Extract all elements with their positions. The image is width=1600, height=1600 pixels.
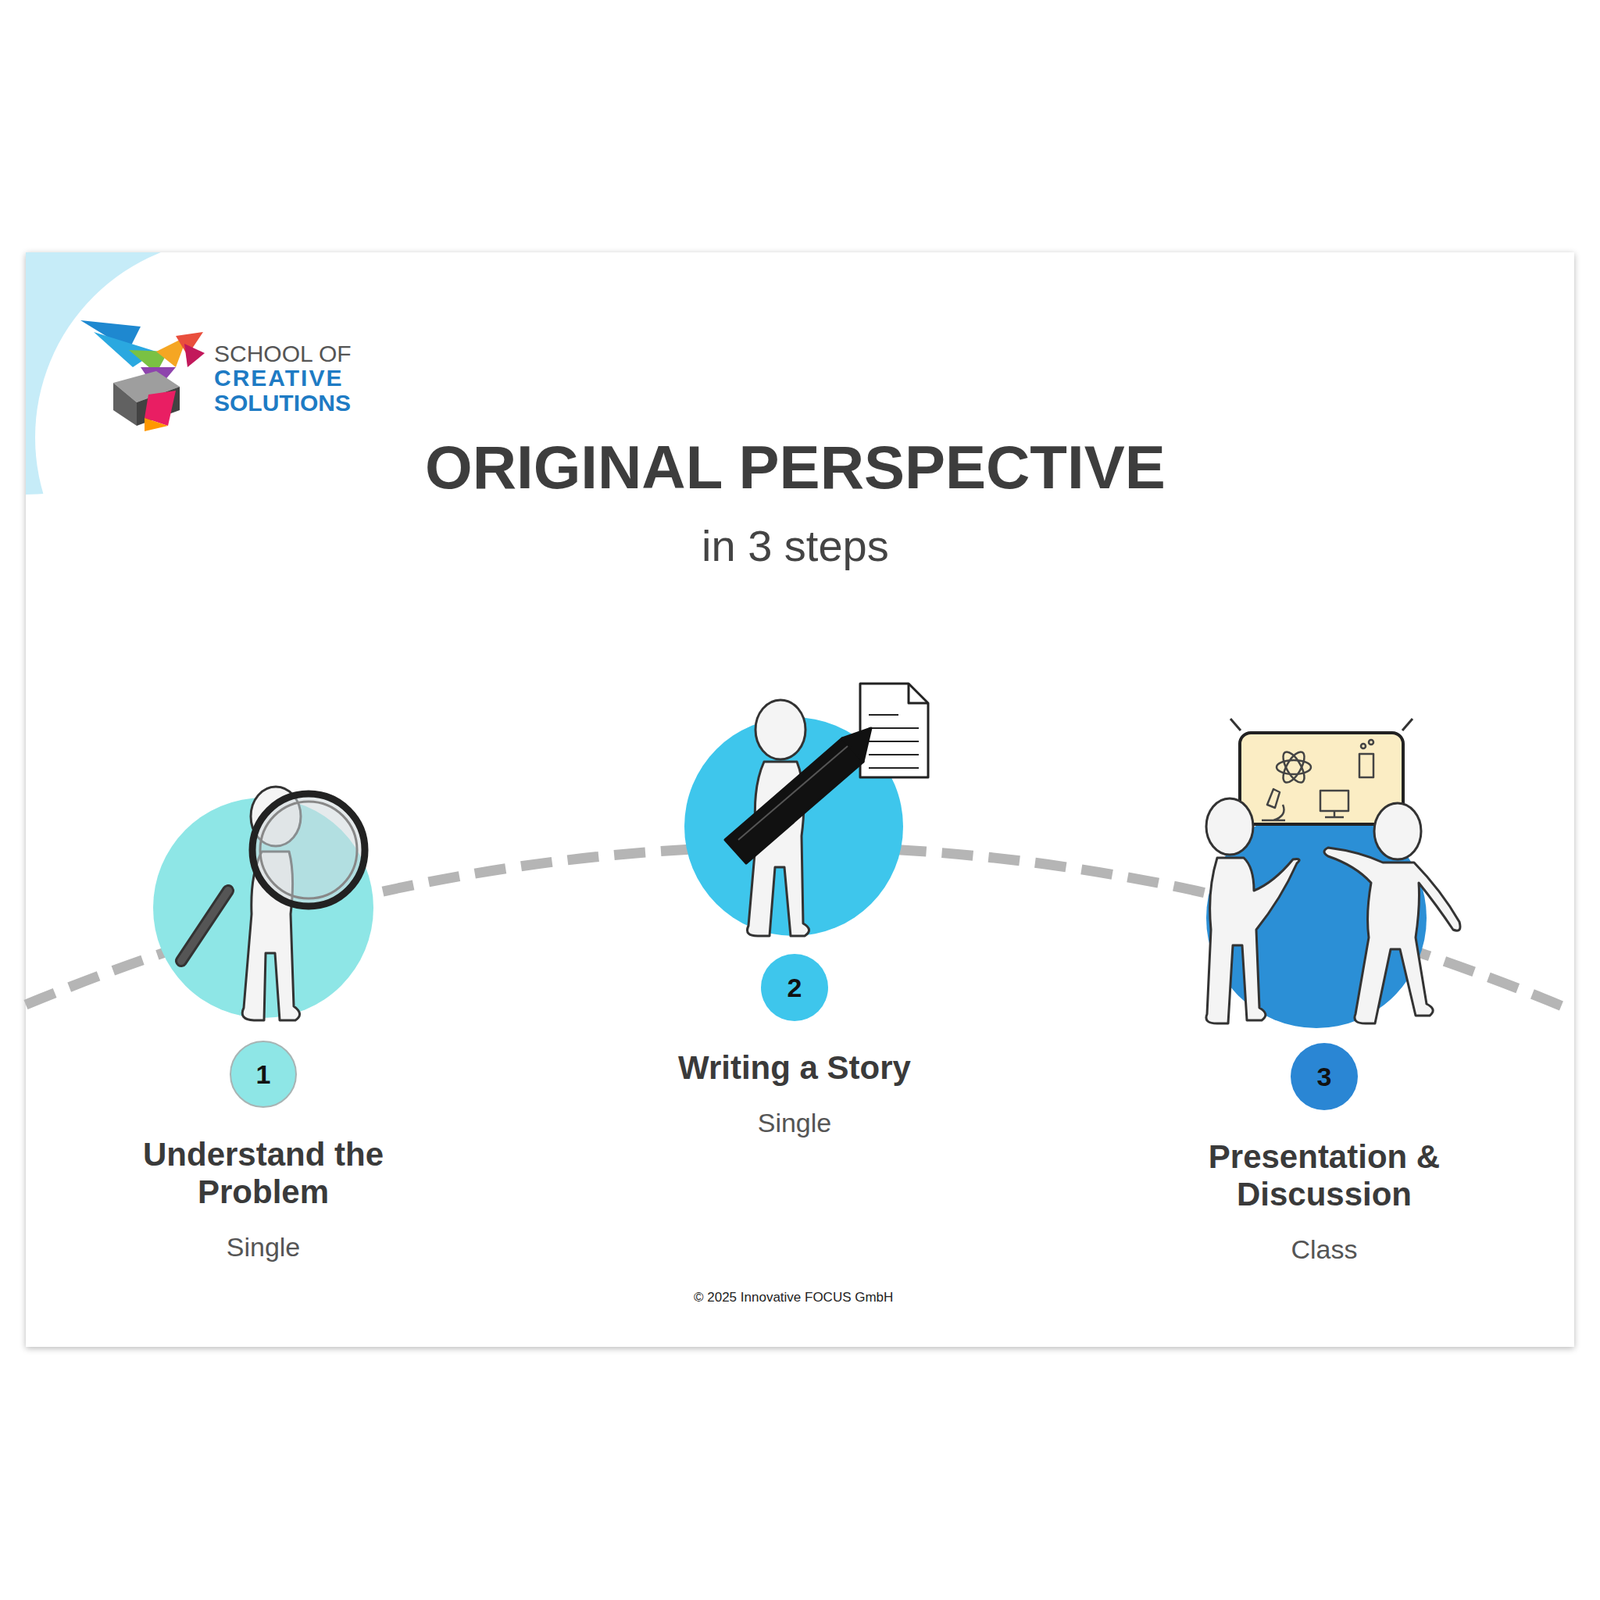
logo-text: SCHOOL OF [214,339,352,368]
figure-presentation [1206,718,1461,1024]
figure-writer [725,683,929,936]
step-title: Understand the Problem [99,1135,428,1211]
step-mode: Single [757,1105,833,1140]
logo-band [25,252,434,637]
step-node: 2Writing a StorySingle [678,953,911,1140]
step-node: 1Understand the ProblemSingle [99,1040,428,1265]
step-number: 1 [229,1040,297,1108]
step-node: 3Presentation & DiscussionClass [1160,1042,1489,1267]
step-title: Writing a Story [678,1049,911,1087]
step-title: Presentation & Discussion [1160,1138,1489,1214]
step-number: 2 [760,953,829,1022]
step-mode: Class [1290,1232,1358,1267]
copyright: © 2025 Innovative FOCUS GmbH [693,1289,893,1306]
logo-bird [80,320,205,432]
step-number: 3 [1290,1042,1358,1111]
step-mode: Single [226,1229,301,1265]
subtitle: in 3 steps [701,521,890,572]
logo-text: CREATIVE [214,364,343,392]
logo-text: SOLUTIONS [214,389,351,417]
title: ORIGINAL PERSPECTIVE [425,432,1166,503]
figure-magnifier [181,786,365,1021]
